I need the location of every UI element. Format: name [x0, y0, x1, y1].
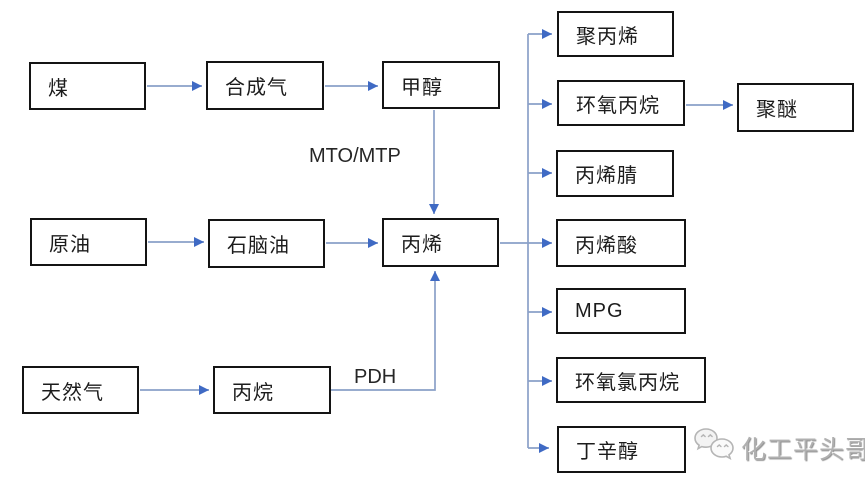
node-propane: 丙烷 — [213, 366, 331, 414]
node-acrylic-acid: 丙烯酸 — [556, 219, 686, 267]
edge-label-pdh: PDH — [354, 366, 397, 388]
node-naphtha: 石脑油 — [208, 219, 325, 268]
wechat-icon — [692, 426, 736, 469]
node-mpg: MPG — [556, 288, 686, 334]
node-propylene: 丙烯 — [382, 218, 499, 267]
node-propylene-oxide: 环氧丙烷 — [557, 80, 685, 126]
node-crude-oil: 原油 — [30, 218, 147, 266]
node-acrylonitrile: 丙烯腈 — [556, 150, 674, 197]
watermark: 化工平头哥 — [692, 426, 865, 469]
node-syngas: 合成气 — [206, 61, 324, 110]
node-butanol-octanol: 丁辛醇 — [557, 426, 686, 473]
node-polyether: 聚醚 — [737, 83, 854, 132]
watermark-text: 化工平头哥 — [741, 435, 865, 464]
node-natural-gas: 天然气 — [22, 366, 139, 414]
node-polypropylene: 聚丙烯 — [557, 11, 674, 57]
node-coal: 煤 — [29, 62, 146, 110]
node-epichlorohydrin: 环氧氯丙烷 — [556, 357, 706, 403]
node-methanol: 甲醇 — [382, 61, 500, 109]
edge-label-mto-mtp: MTO/MTP — [309, 145, 401, 167]
edge-propane-propylene — [331, 271, 440, 391]
